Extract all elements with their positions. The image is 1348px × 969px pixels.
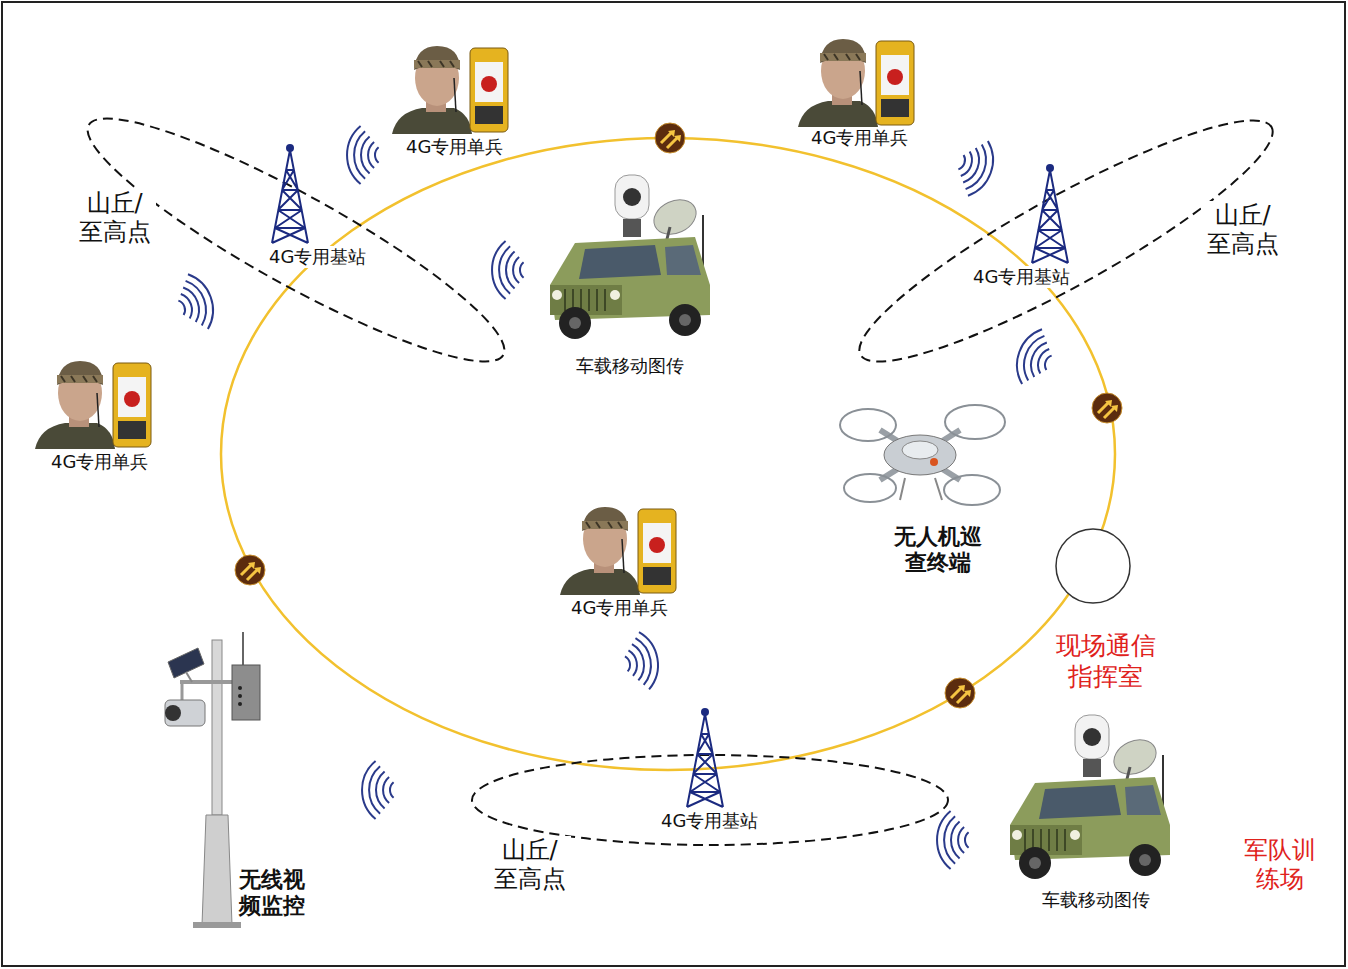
illustration-part [844, 474, 896, 502]
link-ring [221, 138, 1115, 770]
label: 无线视频监控 [235, 867, 309, 920]
label: 山丘/ 至高点 [1201, 201, 1284, 259]
label: 山丘/ 至高点 [488, 836, 571, 894]
node-heading: 现场通信指挥室 [1053, 630, 1158, 693]
illustration-part [165, 705, 181, 721]
illustration-part [880, 430, 960, 480]
vehicle [1010, 715, 1170, 879]
radio-waves [171, 126, 1059, 869]
command-room-node: 现场通信指挥室 [1054, 527, 1132, 605]
illustration-part [900, 478, 942, 500]
illustration-part [186, 672, 192, 682]
base-station-tower [687, 708, 723, 807]
illustration-part [902, 441, 938, 459]
node-circle [1056, 529, 1130, 603]
illustration-part [238, 694, 242, 698]
label: 无人机巡查终端 [890, 524, 986, 577]
illustration-part [193, 922, 241, 928]
illustration-part [238, 702, 242, 706]
label: 4G专用单兵 [49, 451, 150, 473]
illustration-part [171, 270, 221, 335]
drone [840, 405, 1005, 505]
soldier-terminal [560, 507, 676, 595]
label: 车载移动图传 [574, 355, 686, 377]
node-outline [1054, 527, 1132, 605]
illustration-part [181, 684, 184, 700]
soldier-terminal [35, 361, 151, 449]
label: 4G专用单兵 [569, 597, 670, 619]
illustration-part [621, 630, 662, 693]
label: 4G专用单兵 [404, 136, 505, 158]
relay-badge [1092, 393, 1122, 423]
illustration-part [362, 761, 394, 819]
illustration-part [884, 435, 956, 475]
relay-badge [945, 678, 975, 708]
soldier-terminal [392, 46, 508, 134]
illustration-part [492, 241, 524, 299]
relay-badge [655, 123, 685, 153]
label: 4G专用基站 [659, 810, 760, 832]
base-station-tower [1032, 164, 1068, 263]
illustration-part [180, 680, 232, 684]
label: 4G专用基站 [267, 246, 368, 268]
vehicle [550, 175, 710, 339]
illustration-part [951, 135, 1001, 200]
relay-badge [235, 555, 265, 585]
soldier-terminal [798, 39, 914, 127]
illustration-part [165, 700, 205, 726]
illustration-part [944, 475, 1000, 505]
illustration-part [212, 640, 222, 815]
illustration-part [945, 405, 1005, 439]
illustration-part [937, 811, 969, 869]
label: 山丘/ 至高点 [73, 189, 156, 247]
illustration-part [840, 409, 896, 441]
illustration-part [930, 458, 938, 466]
label: 4G专用基站 [971, 266, 1072, 288]
label: 车载移动图传 [1040, 889, 1152, 911]
illustration-part [202, 815, 232, 925]
illustration-part [347, 126, 379, 184]
base-station-tower [272, 144, 308, 243]
illustration-part [238, 686, 242, 690]
illustration-part [242, 632, 244, 665]
illustration-part [1009, 325, 1059, 390]
label: 军队训练场 [1240, 836, 1321, 894]
label: 4G专用单兵 [809, 127, 910, 149]
illustration-part [232, 665, 260, 720]
